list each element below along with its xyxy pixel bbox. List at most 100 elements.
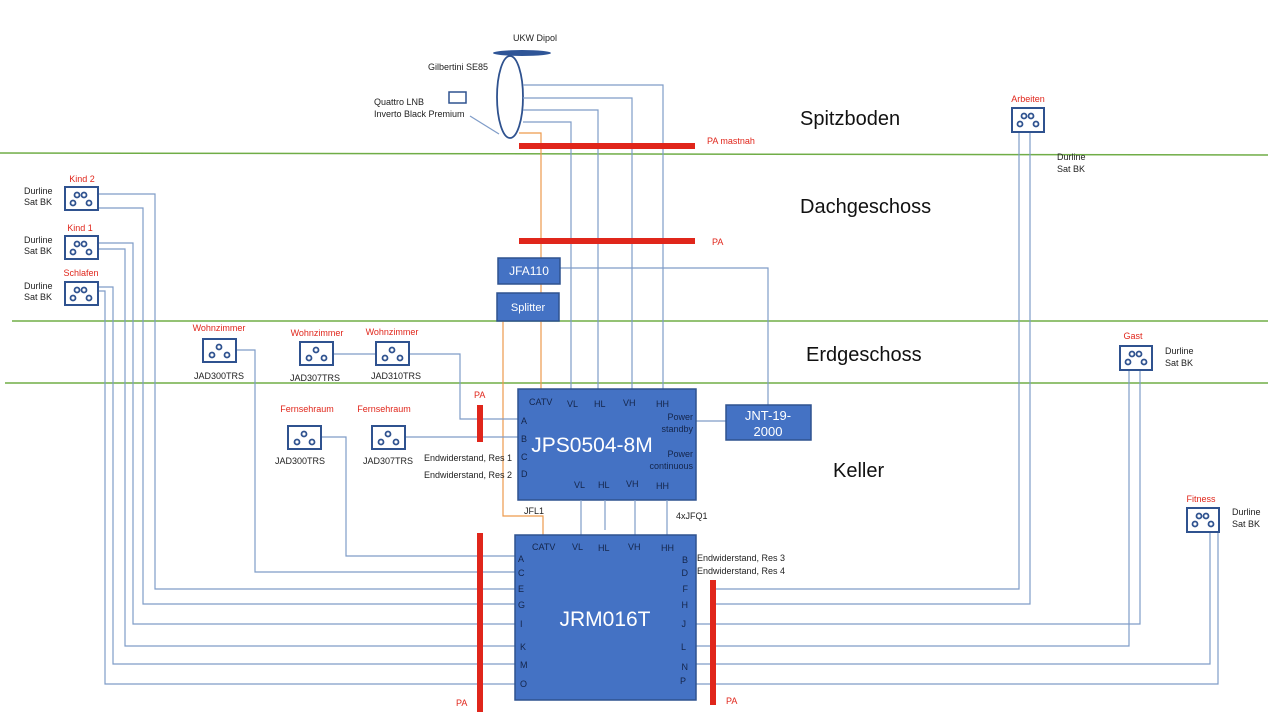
- sat-outlet-icon: [64, 235, 99, 260]
- port-label: HL: [598, 480, 610, 490]
- pa-label: PA: [726, 696, 737, 706]
- port-label: standby: [661, 424, 693, 434]
- port-label: G: [518, 600, 525, 610]
- port-label: E: [518, 584, 524, 594]
- port-label: Power: [667, 412, 693, 422]
- termination-label: Endwiderstand, Res 3: [697, 553, 785, 563]
- outlet-type: Durline: [24, 281, 53, 291]
- room-schlafen: Schlafen: [63, 268, 98, 278]
- sat-outlet-icon: [1011, 107, 1045, 133]
- port-label: VL: [567, 399, 578, 409]
- port-label: H: [682, 600, 689, 610]
- sat-outlet-icon: [1186, 507, 1220, 533]
- jrm016t-multiswitch: [514, 534, 697, 701]
- room-kind2: Kind 2: [69, 174, 95, 184]
- port-label: VH: [623, 398, 636, 408]
- outlet-type: Sat BK: [1057, 164, 1085, 174]
- floor-label-keller: Keller: [833, 460, 884, 482]
- floor-label-erdgeschoss: Erdgeschoss: [806, 344, 922, 366]
- port-label: VL: [574, 480, 585, 490]
- pa-mastnah-label: PA mastnah: [707, 136, 755, 146]
- port-label: VL: [572, 542, 583, 552]
- outlet-type: Durline: [24, 186, 53, 196]
- room-arbeiten: Arbeiten: [1011, 94, 1045, 104]
- jnt-19-2000-power-supply: [725, 404, 812, 441]
- port-label: CATV: [532, 542, 555, 552]
- jrm-label: JRM016T: [559, 608, 650, 631]
- outlet-type: Durline: [1232, 507, 1261, 517]
- outlet-model: JAD300TRS: [275, 456, 325, 466]
- jrm-right-ports: B D F H J L N P: [680, 555, 689, 686]
- room-fernsehraum: Fernsehraum: [280, 404, 334, 414]
- port-label: HH: [656, 481, 669, 491]
- port-label: VH: [626, 479, 639, 489]
- outlet-type: Sat BK: [24, 292, 52, 302]
- pa-bar-jrm-right: [710, 580, 716, 705]
- pa-label: PA: [712, 237, 723, 247]
- termination-label: Endwiderstand, Res 2: [424, 470, 512, 480]
- pa-bar-dachgeschoss: [519, 238, 695, 244]
- jps0504-8m-multiswitch: [517, 388, 697, 501]
- outlet-type: Sat BK: [1232, 519, 1260, 529]
- port-label: M: [520, 660, 528, 670]
- lnb-label-2: Inverto Black Premium: [374, 109, 465, 119]
- port-label: A: [518, 554, 524, 564]
- port-label: J: [682, 619, 687, 629]
- outlet-type: Sat BK: [24, 246, 52, 256]
- room-gast: Gast: [1123, 331, 1143, 341]
- room-fitness: Fitness: [1186, 494, 1216, 504]
- jfq1-label: 4xJFQ1: [676, 511, 708, 521]
- outlet-jad310-icon: [375, 341, 410, 366]
- port-label: continuous: [649, 461, 693, 471]
- outlet-type: Sat BK: [24, 197, 52, 207]
- port-label: K: [520, 642, 526, 652]
- port-label: HH: [656, 399, 669, 409]
- pa-label: PA: [474, 390, 485, 400]
- room-wohnzimmer: Wohnzimmer: [291, 328, 344, 338]
- port-label: O: [520, 679, 527, 689]
- termination-label: Endwiderstand, Res 1: [424, 453, 512, 463]
- port-label: D: [521, 469, 528, 479]
- port-label: I: [520, 619, 523, 629]
- outlet-type: Durline: [1057, 152, 1086, 162]
- port-label: D: [682, 568, 689, 578]
- jfa110-label: JFA110: [509, 264, 549, 278]
- splitter-box: [496, 292, 560, 322]
- port-label: HL: [598, 543, 610, 553]
- port-label: B: [521, 434, 527, 444]
- satellite-dish-icon: [496, 55, 524, 139]
- port-label: N: [682, 662, 689, 672]
- port-label: L: [681, 642, 686, 652]
- port-label: C: [521, 452, 528, 462]
- outlet-jad300-icon: [287, 425, 322, 450]
- outlet-model: JAD310TRS: [371, 371, 421, 381]
- outlet-jad307-icon: [299, 341, 334, 366]
- port-label: B: [682, 555, 688, 565]
- lnb-label-1: Quattro LNB: [374, 97, 424, 107]
- sat-outlet-icon: [64, 186, 99, 211]
- sat-outlet-icon: [1119, 345, 1153, 371]
- outlet-type: Durline: [1165, 346, 1194, 356]
- dipole-label: UKW Dipol: [513, 33, 557, 43]
- port-label: C: [518, 568, 525, 578]
- outlet-jad300-icon: [202, 338, 237, 363]
- port-label: A: [521, 416, 527, 426]
- splitter-label: Splitter: [511, 302, 546, 314]
- pa-bar-mastnah: [519, 143, 695, 149]
- jfl1-label: JFL1: [524, 506, 544, 516]
- port-label: CATV: [529, 397, 552, 407]
- port-label: VH: [628, 542, 641, 552]
- outlet-type: Sat BK: [1165, 358, 1193, 368]
- jnt-label: JNT-19-: [745, 408, 791, 423]
- port-label: F: [683, 584, 689, 594]
- floor-divider: [0, 152, 1268, 156]
- termination-label: Endwiderstand, Res 4: [697, 566, 785, 576]
- outlet-type: Durline: [24, 235, 53, 245]
- lnb-icon: [448, 91, 467, 104]
- port-label: P: [680, 676, 686, 686]
- floor-label-spitzboden: Spitzboden: [800, 108, 900, 130]
- outlet-model: JAD307TRS: [290, 373, 340, 383]
- pa-label: PA: [456, 698, 467, 708]
- jfa110-box: [497, 257, 561, 285]
